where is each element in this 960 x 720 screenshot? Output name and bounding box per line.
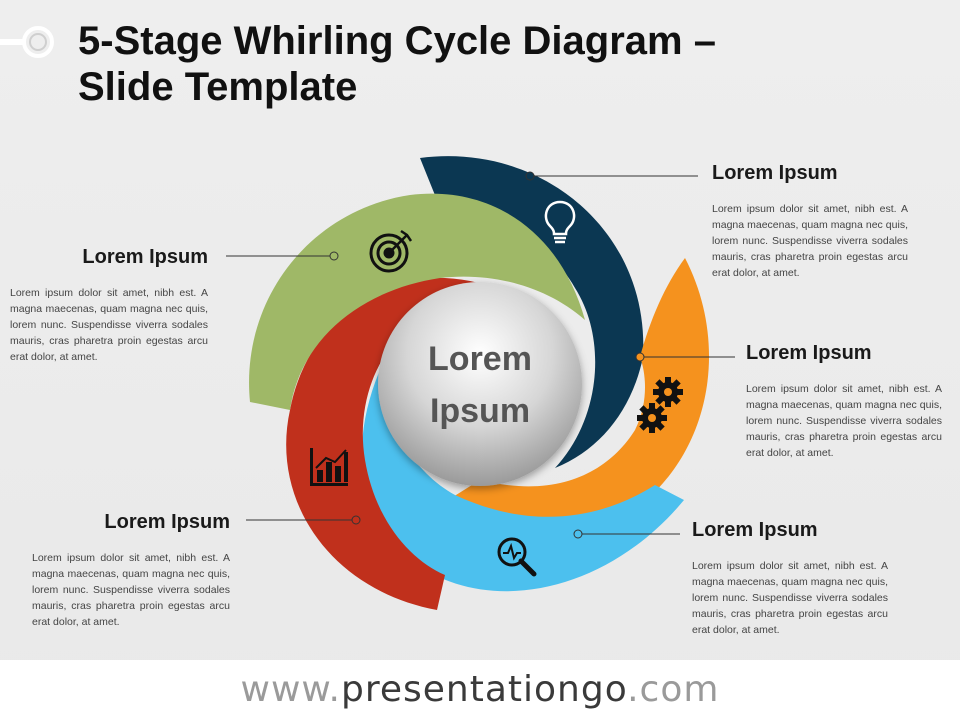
target-icon bbox=[369, 229, 413, 273]
stage-title: Lorem Ipsum bbox=[82, 246, 208, 268]
stage-body: Lorem ipsum dolor sit amet, nibh est. A … bbox=[692, 560, 888, 636]
footer-prefix: www. bbox=[240, 669, 341, 710]
stage-label-top-right: Lorem Ipsum Lorem ipsum dolor sit amet, … bbox=[712, 162, 908, 281]
stage-label-right: Lorem Ipsum Lorem ipsum dolor sit amet, … bbox=[746, 342, 942, 461]
stage-title: Lorem Ipsum bbox=[692, 519, 818, 541]
connector-dot-right bbox=[635, 352, 645, 362]
stage-title: Lorem Ipsum bbox=[712, 162, 838, 184]
connector-dot-top-right bbox=[525, 171, 535, 181]
center-text-line-2: Ipsum bbox=[430, 392, 530, 430]
stage-segment-bottom-left bbox=[286, 277, 560, 610]
stage-label-bottom-left: Lorem Ipsum Lorem ipsum dolor sit amet, … bbox=[32, 511, 230, 630]
center-circle bbox=[378, 282, 582, 486]
pin-icon bbox=[0, 26, 54, 58]
footer-brand: presentationgo bbox=[341, 669, 628, 710]
stage-body: Lorem ipsum dolor sit amet, nibh est. A … bbox=[712, 203, 908, 279]
title-line-2: Slide Template bbox=[78, 65, 358, 109]
stage-segment-bottom-right bbox=[361, 370, 684, 592]
stage-body: Lorem ipsum dolor sit amet, nibh est. A … bbox=[32, 552, 230, 628]
gears-icon bbox=[637, 377, 683, 433]
footer-suffix: .com bbox=[627, 669, 720, 710]
connector-dot-left bbox=[329, 251, 339, 261]
connectors bbox=[226, 171, 735, 539]
stage-body: Lorem ipsum dolor sit amet, nibh est. A … bbox=[746, 383, 942, 459]
stage-title: Lorem Ipsum bbox=[746, 342, 872, 364]
stage-body: Lorem ipsum dolor sit amet, nibh est. A … bbox=[10, 287, 208, 363]
footer-website: www.presentationgo.com bbox=[0, 660, 960, 720]
center-text-line-1: Lorem bbox=[428, 340, 532, 378]
lightbulb-icon bbox=[544, 200, 576, 244]
stage-label-left: Lorem Ipsum Lorem ipsum dolor sit amet, … bbox=[10, 246, 208, 365]
chart-icon bbox=[310, 448, 348, 486]
stage-segment-top-right bbox=[420, 156, 644, 468]
connector-dot-bottom-left bbox=[351, 515, 361, 525]
connector-dot-bottom-right bbox=[573, 529, 583, 539]
whirling-cycle-diagram: Lorem Ipsum bbox=[226, 156, 735, 610]
stage-label-bottom-right: Lorem Ipsum Lorem ipsum dolor sit amet, … bbox=[692, 519, 888, 638]
stage-segment-right bbox=[440, 258, 710, 532]
stage-title: Lorem Ipsum bbox=[104, 511, 230, 533]
stage-segment-left bbox=[249, 193, 585, 410]
title-line-1: 5-Stage Whirling Cycle Diagram – bbox=[78, 19, 716, 63]
magnifier-icon bbox=[497, 537, 537, 577]
slide-title: 5-Stage Whirling Cycle Diagram – Slide T… bbox=[78, 18, 898, 110]
